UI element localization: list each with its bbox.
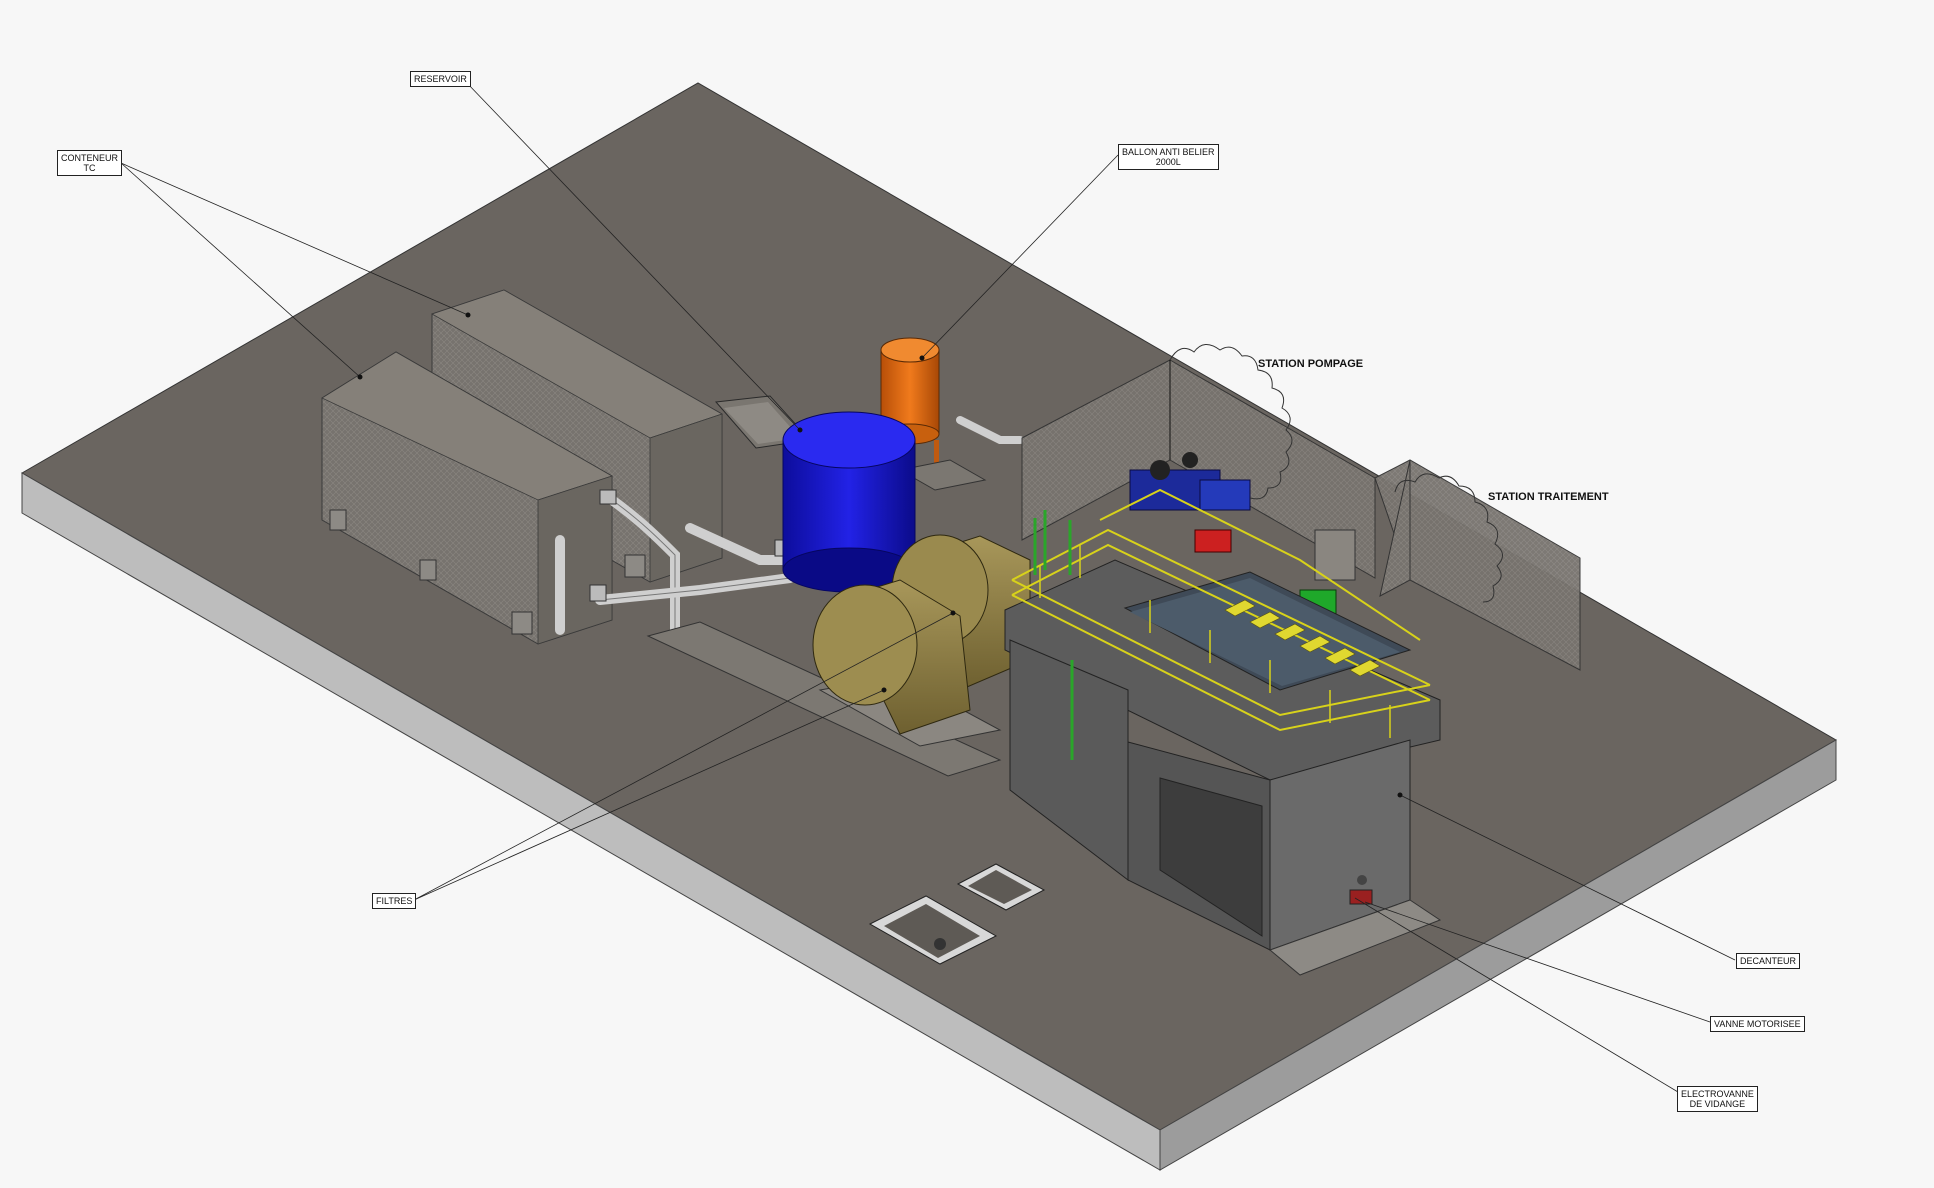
revision-cloud-traitement <box>1394 473 1503 603</box>
leader-lines <box>120 81 1736 1093</box>
floor-pit-left <box>868 895 998 965</box>
container-tc-front <box>321 351 646 645</box>
label-ballon-anti-belier: BALLON ANTI BELIER 2000L <box>1118 144 1219 170</box>
reservoir-tank <box>782 411 916 593</box>
pump-group <box>1129 452 1356 619</box>
label-filtres: FILTRES <box>372 893 417 909</box>
leader-dots <box>357 312 1403 798</box>
railing-posts <box>1039 545 1391 738</box>
label-decanteur: DECANTEUR <box>1736 953 1801 969</box>
floor-pit-right <box>956 863 1046 911</box>
label-station-traitement: STATION TRAITEMENT <box>1488 491 1609 503</box>
label-conteneur-tc: CONTENEUR TC <box>57 150 123 176</box>
label-reservoir: RESERVOIR <box>410 71 471 87</box>
decanteur-tank <box>1004 559 1442 976</box>
label-vanne-motorisee: VANNE MOTORISEE <box>1710 1016 1805 1032</box>
valve-icon <box>934 875 1373 950</box>
station-pompage-enclosure <box>1021 359 1581 671</box>
green-riser-pipes <box>1033 510 1074 760</box>
label-station-pompage: STATION POMPAGE <box>1258 358 1364 370</box>
decanteur-steps <box>1224 599 1381 677</box>
revision-cloud-pompage <box>1169 344 1293 500</box>
filter-tank-front <box>812 579 971 735</box>
label-electrovanne-de-vidange: ELECTROVANNE DE VIDANGE <box>1677 1086 1758 1112</box>
